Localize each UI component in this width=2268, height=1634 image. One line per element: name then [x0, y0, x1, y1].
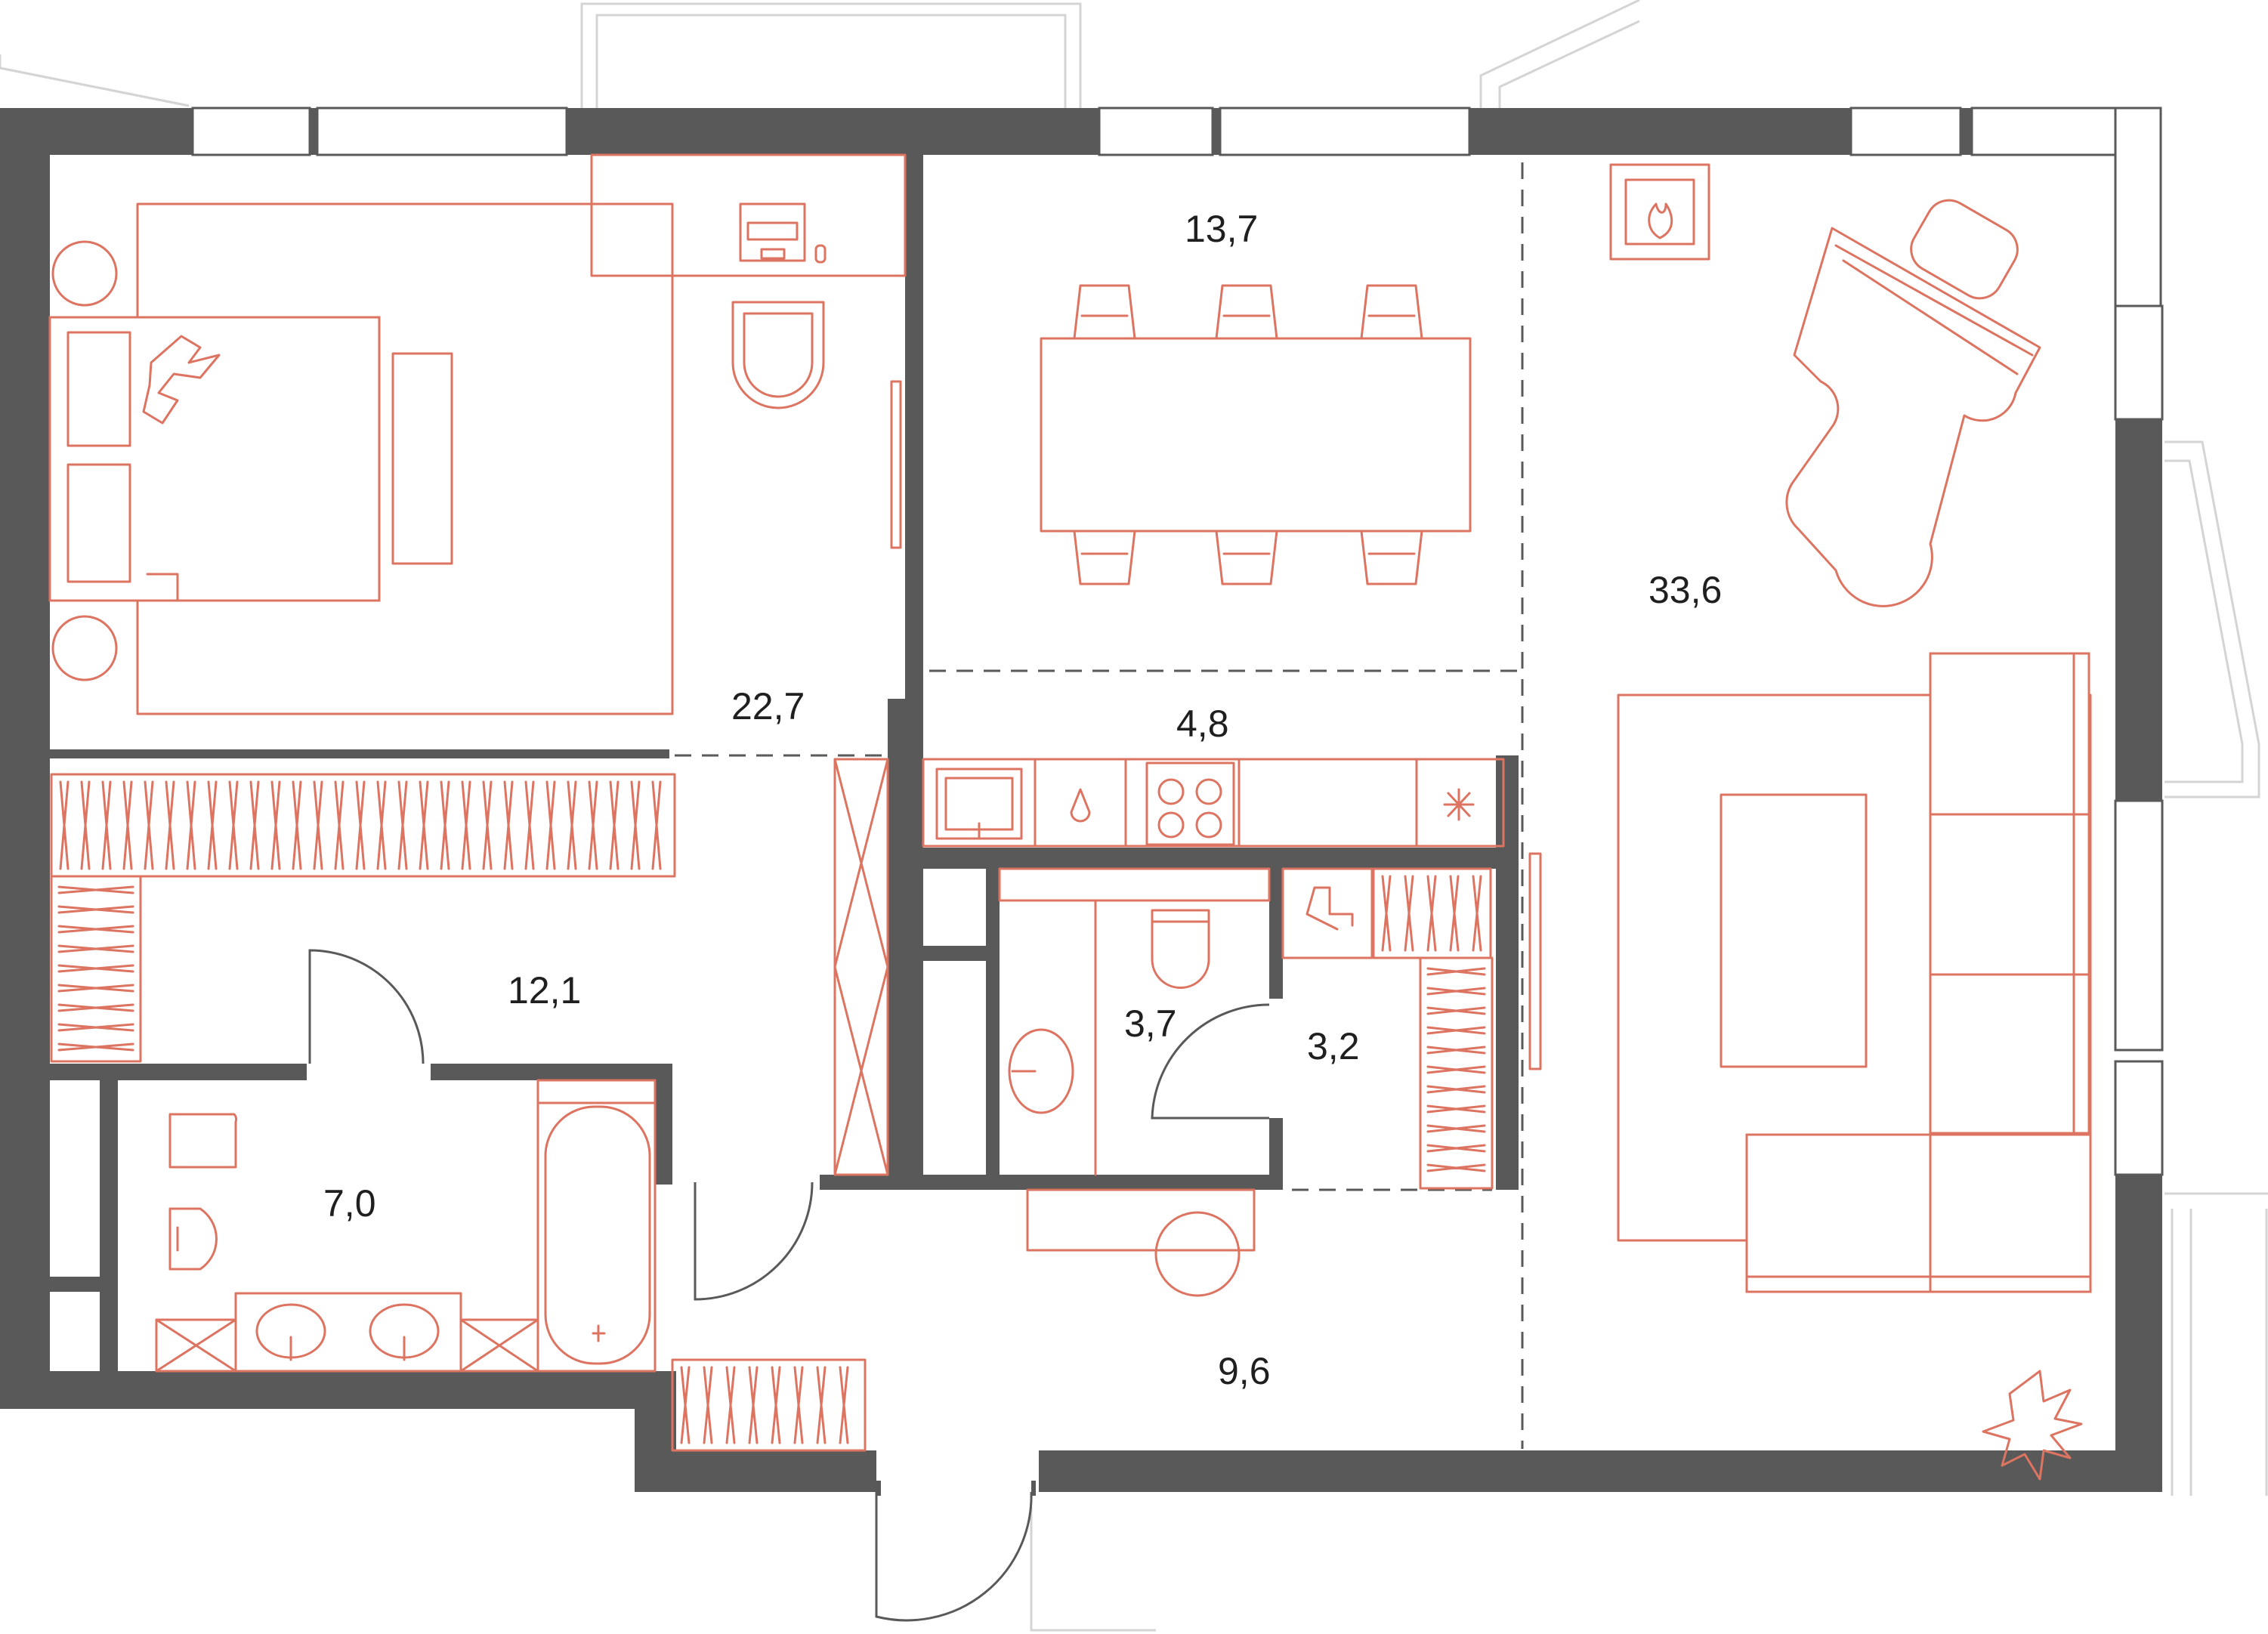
area-kitchen: 4,8	[1176, 703, 1229, 745]
hall-wardrobe-long	[50, 773, 676, 878]
dining-chair-top	[1073, 284, 1136, 340]
area-entrance: 9,6	[1218, 1350, 1271, 1392]
front-door	[875, 1491, 1033, 1622]
small-bath-toilet	[1151, 909, 1210, 989]
entrance-table	[1026, 1188, 1256, 1252]
area-bath-large: 7,0	[323, 1182, 376, 1225]
dining-table	[1040, 337, 1472, 533]
bedroom-toilet	[731, 301, 825, 409]
coffee-table	[1720, 793, 1868, 1068]
kitchen-tap	[1070, 788, 1091, 823]
dining-chair-bottom	[1360, 530, 1423, 585]
laundry-wardrobe-side	[1419, 956, 1494, 1190]
dining-chair-bottom	[1215, 530, 1278, 585]
dining-chair-bottom	[1073, 530, 1136, 585]
fireplace	[1609, 163, 1710, 261]
vanity	[234, 1292, 462, 1373]
entrance-stool	[1154, 1211, 1241, 1297]
hall-wardrobe-tall	[833, 758, 889, 1176]
bath-toilet	[168, 1113, 238, 1169]
piano	[1785, 227, 2041, 607]
bedroom-furniture	[48, 153, 907, 715]
entry-bath-door	[694, 1181, 814, 1301]
nightstand-top	[51, 240, 118, 307]
dining-furniture	[1040, 284, 1472, 585]
small-bath-sink	[1008, 1028, 1074, 1114]
area-bedroom: 22,7	[731, 685, 805, 727]
kitchen-fan	[1443, 788, 1475, 821]
small-bath-fixtures	[998, 867, 1373, 1176]
desk-laptop	[739, 202, 806, 262]
kitchen-counter	[922, 758, 1505, 848]
area-laundry: 3,2	[1307, 1025, 1360, 1067]
living-plant	[1982, 1370, 2083, 1481]
bed	[48, 316, 381, 602]
area-bath-small: 3,7	[1124, 1002, 1177, 1045]
living-furniture	[1609, 163, 2092, 1481]
area-dining: 13,7	[1185, 208, 1258, 250]
bath-tub	[544, 1105, 651, 1365]
dining-chair-top	[1215, 284, 1278, 340]
hall-wardrobe-side	[50, 875, 142, 1063]
area-hall: 12,1	[508, 969, 581, 1012]
pillow-top	[66, 331, 131, 447]
bench	[391, 352, 453, 565]
walls	[0, 108, 2162, 1492]
hob	[1145, 761, 1235, 846]
area-living: 33,6	[1648, 569, 1722, 611]
washer	[1281, 867, 1373, 959]
area-labels: 22,7 13,7 33,6 4,8 12,1 7,0 3,7 3,2 9,6	[323, 208, 1722, 1392]
wardrobes	[50, 758, 1494, 1452]
sofa-chaise	[1745, 1133, 2092, 1293]
doors	[308, 949, 1270, 1622]
entrance-wardrobe	[671, 1358, 867, 1452]
kitchen-furniture	[922, 758, 1542, 1070]
zone-separators	[675, 162, 1524, 1449]
hall-bath-door	[308, 949, 425, 1064]
bedroom-plant	[142, 335, 221, 425]
piano-bench	[1910, 199, 2019, 300]
small-bath-counter	[998, 867, 1271, 902]
dining-chair-top	[1360, 284, 1423, 340]
windows	[191, 107, 2164, 1176]
large-bath-fixtures	[155, 1079, 657, 1373]
small-bath-door	[1151, 1003, 1270, 1120]
nightstand-bottom	[51, 615, 118, 681]
bidet	[168, 1207, 218, 1271]
living-tv	[1528, 852, 1542, 1070]
bedroom-tv	[890, 380, 902, 549]
wardrobe-nook	[590, 153, 907, 277]
pillow-bottom	[66, 463, 131, 583]
